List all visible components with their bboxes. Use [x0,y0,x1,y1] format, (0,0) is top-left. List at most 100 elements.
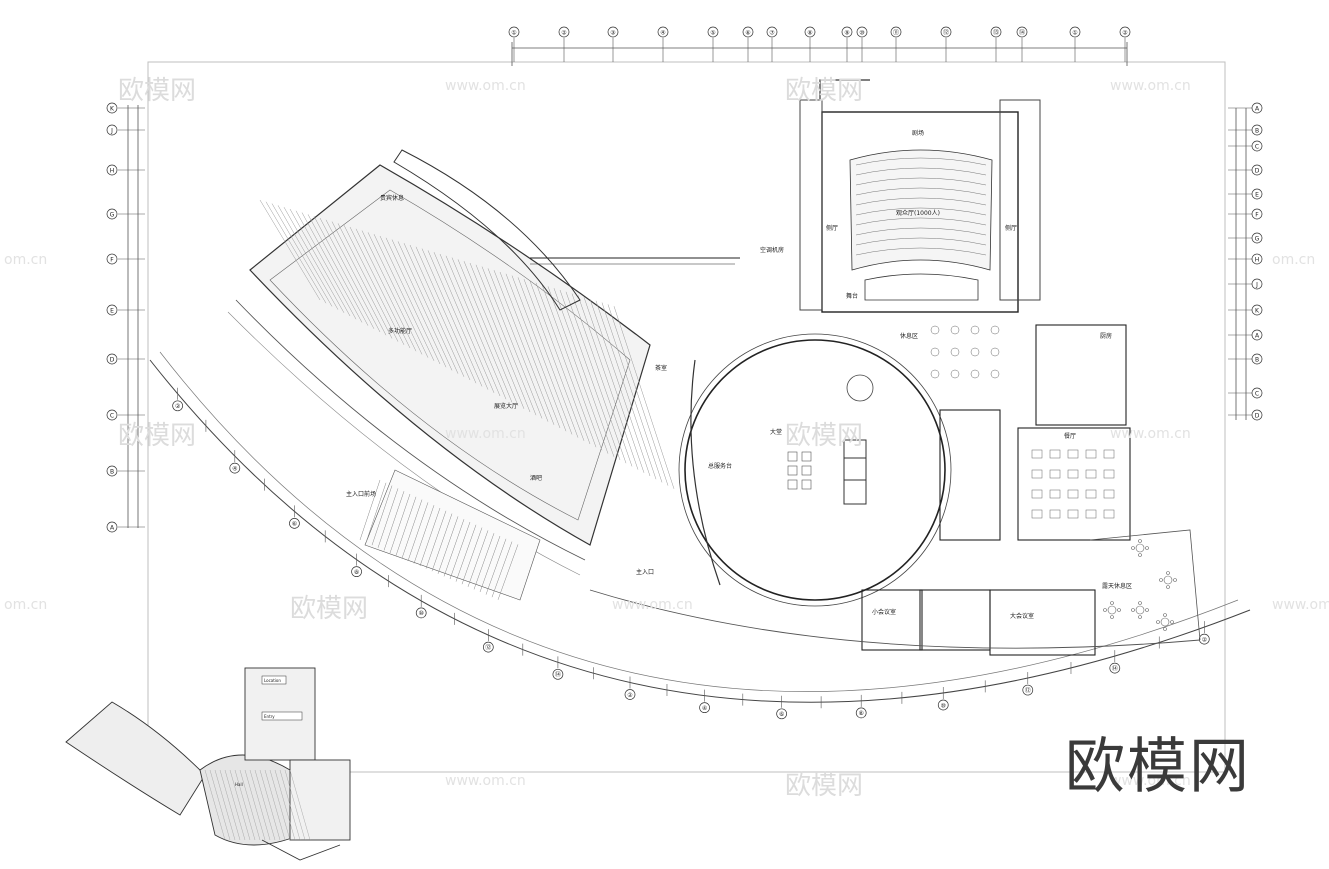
top-axis-bubble: ⑭ [1016,26,1028,38]
svg-text:④: ④ [660,29,665,36]
svg-text:B: B [1255,356,1259,363]
svg-text:④: ④ [232,465,237,472]
room-labels: 剧场 观众厅(1000人) 侧厅 侧厅 舞台 空调机房 休息区 大堂 总服务台 … [346,129,1132,620]
svg-text:D: D [110,356,115,363]
left-axis-bubble: A [106,521,118,533]
right-axis-bubble: E [1251,188,1263,200]
top-axis-bubble: ⑨ [841,26,853,38]
label-bar: 酒吧 [530,474,542,482]
watermark-brand-3: 欧模网 [118,421,197,451]
svg-text:⑫: ⑫ [1025,686,1031,694]
watermark-brand-2: 欧模网 [785,76,864,106]
svg-text:F: F [1255,211,1259,218]
svg-text:①: ① [1072,29,1077,36]
svg-text:⑩: ⑩ [941,702,946,709]
right-axis-bubble: C [1251,387,1263,399]
label-ac-room: 空调机房 [760,246,784,254]
left-axis-bubble: H [106,164,118,176]
top-axis-bubble: ④ [657,26,669,38]
svg-text:⑤: ⑤ [710,29,715,36]
label-multi-hall: 多功能厅 [388,327,412,335]
label-reception: 总服务台 [708,462,732,470]
label-lobby: 大堂 [770,428,782,436]
svg-text:J: J [110,127,113,134]
arc-axis-bubble: ⑥ [776,708,787,720]
top-axis-bubble: ① [508,26,520,38]
key-plan-title: Location [264,678,281,683]
label-small-meeting: 小会议室 [872,608,896,616]
svg-text:E: E [110,307,114,314]
label-stage: 舞台 [846,292,858,300]
watermark-url-4: www.om.cn [1110,426,1191,442]
right-axis-bubble: D [1251,164,1263,176]
right-wing [530,257,1131,656]
right-axis-bubble: K [1251,304,1263,316]
arc-axis-bubble: ② [1198,633,1210,645]
watermark-url-10: om.cn [4,597,48,613]
watermark-brand-5: 欧模网 [290,594,369,624]
watermark-brand-1: 欧模网 [118,76,197,106]
watermark-url-3: www.om.cn [445,426,526,442]
watermark-url-2: www.om.cn [1110,78,1191,94]
right-axis-bubble: C [1251,140,1263,152]
arc-axis-bubble: ⑫ [482,641,494,653]
arc-axis-bubble: ② [624,689,636,700]
top-axis-bubble: ③ [607,26,619,38]
top-dimension-chain [511,42,1128,66]
svg-text:B: B [1255,127,1259,134]
label-auditorium: 剧场 [912,129,924,137]
svg-text:E: E [1255,191,1259,198]
left-axis-bubble: B [106,465,118,477]
key-plan: Location Entry Hall [65,667,351,861]
left-axis-bubble: C [106,409,118,421]
svg-text:H: H [110,167,115,174]
left-axis-bubble: D [106,353,118,365]
svg-text:J: J [1255,281,1258,288]
label-kitchen: 厨房 [1100,332,1112,340]
svg-text:⑧: ⑧ [807,29,812,36]
arc-axis-bubble: ⑫ [1022,684,1034,696]
svg-text:⑫: ⑫ [943,28,949,36]
watermark-brand-6: 欧模网 [785,771,864,801]
top-axis-bubble: ② [558,26,570,38]
arc-axis-bubble: ⑧ [351,566,362,578]
key-plan-item1: Entry [264,714,275,719]
label-lounge: 休息区 [900,332,918,340]
svg-text:⑧: ⑧ [354,569,359,576]
svg-text:②: ② [1202,636,1208,643]
svg-text:⑥: ⑥ [745,29,750,36]
right-axis-bubble: D [1251,409,1263,421]
watermark-brand-large: 欧模网 [1065,732,1251,802]
entrance-steps [359,469,541,601]
top-axis-bubble: ⑦ [766,26,778,38]
svg-text:C: C [110,412,114,419]
right-axis-bubble: G [1251,232,1263,244]
watermark-brand-4: 欧模网 [785,421,864,451]
svg-text:⑫: ⑫ [485,643,491,651]
front-canopy-curve [589,589,1201,649]
arc-axis-bubble: ⑭ [1109,662,1121,674]
svg-text:⑭: ⑭ [1019,28,1025,36]
svg-text:A: A [1255,105,1260,112]
right-axis-bubble: A [1251,102,1263,114]
right-axis-bubble: H [1251,253,1263,265]
label-outdoor-rest: 露天休息区 [1102,582,1132,590]
svg-text:⑥: ⑥ [292,521,297,528]
arc-axis-bubble: ⑥ [289,518,300,529]
svg-text:H: H [1255,256,1260,263]
top-axis-bubble: ⑫ [940,26,952,38]
top-axis-bubble: ⑥ [742,26,754,38]
label-exhibition: 展览大厅 [494,402,518,410]
top-axis-bubble: ⑪ [890,26,902,38]
svg-text:⑬: ⑬ [993,28,999,36]
svg-text:②: ② [175,403,181,410]
label-side-hall-l: 侧厅 [826,224,838,232]
arc-axis-bubble: ⑩ [415,607,427,619]
svg-text:⑩: ⑩ [419,610,424,617]
svg-text:K: K [1255,307,1260,314]
arc-axis-bubble: ⑭ [552,668,564,680]
